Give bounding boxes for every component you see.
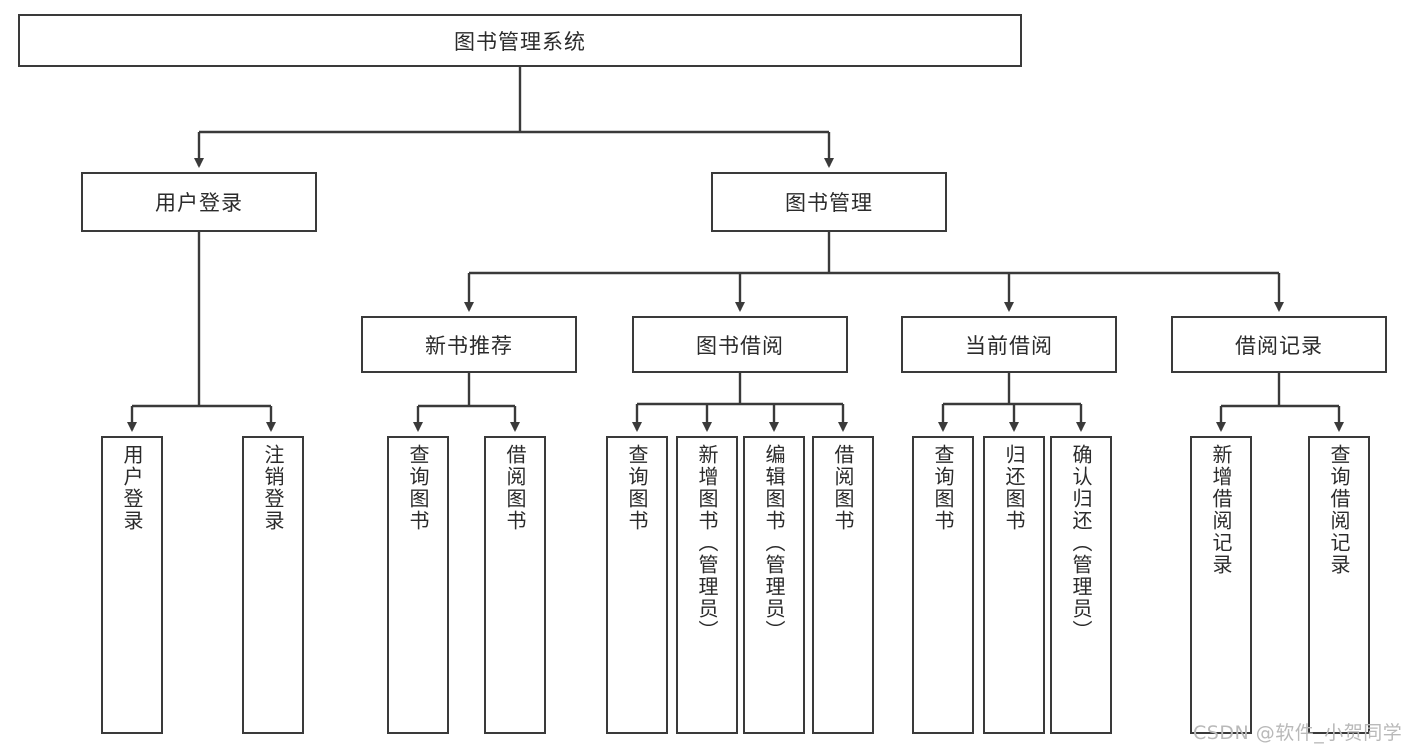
leaf-node[interactable]: 查询图书 bbox=[387, 436, 449, 734]
leaf-node[interactable]: 借阅图书 bbox=[812, 436, 874, 734]
node-root-label: 图书管理系统 bbox=[454, 29, 586, 54]
leaf-node-label: 用户登录 bbox=[120, 444, 144, 532]
watermark: CSDN @软件_小贺同学 bbox=[1193, 722, 1403, 744]
leaf-node-label: 查询图书 bbox=[406, 444, 430, 532]
leaf-node[interactable]: 借阅图书 bbox=[484, 436, 546, 734]
leaf-node[interactable]: 确认归还（管理员） bbox=[1050, 436, 1112, 734]
leaf-node-label: 归还图书 bbox=[1002, 444, 1026, 532]
leaf-node-label: 编辑图书（管理员） bbox=[762, 444, 786, 642]
node-user-login-label: 用户登录 bbox=[155, 191, 243, 215]
leaf-node-label: 注销登录 bbox=[261, 444, 285, 532]
leaf-node-label: 确认归还（管理员） bbox=[1069, 444, 1093, 642]
node-current-borrow-label: 当前借阅 bbox=[965, 333, 1053, 358]
leaf-node-label: 新增借阅记录 bbox=[1209, 444, 1233, 576]
leaf-node[interactable]: 新增借阅记录 bbox=[1190, 436, 1252, 734]
leaf-node-label: 新增图书（管理员） bbox=[695, 444, 719, 642]
leaf-node-label: 借阅图书 bbox=[831, 444, 855, 532]
leaf-node[interactable]: 用户登录 bbox=[101, 436, 163, 734]
leaf-node[interactable]: 编辑图书（管理员） bbox=[743, 436, 805, 734]
leaf-node-label: 查询图书 bbox=[625, 444, 649, 532]
leaf-node[interactable]: 注销登录 bbox=[242, 436, 304, 734]
leaf-node-label: 借阅图书 bbox=[503, 444, 527, 532]
node-borrow-record[interactable]: 借阅记录 bbox=[1171, 316, 1387, 373]
node-book-management[interactable]: 图书管理 bbox=[711, 172, 947, 232]
node-user-login[interactable]: 用户登录 bbox=[81, 172, 317, 232]
leaf-node-label: 查询借阅记录 bbox=[1327, 444, 1351, 576]
node-new-book-recommend[interactable]: 新书推荐 bbox=[361, 316, 577, 373]
leaf-node[interactable]: 新增图书（管理员） bbox=[676, 436, 738, 734]
node-root[interactable]: 图书管理系统 bbox=[18, 14, 1022, 67]
node-book-borrow[interactable]: 图书借阅 bbox=[632, 316, 848, 373]
leaf-node[interactable]: 查询图书 bbox=[912, 436, 974, 734]
node-borrow-record-label: 借阅记录 bbox=[1235, 333, 1323, 358]
leaf-node[interactable]: 查询借阅记录 bbox=[1308, 436, 1370, 734]
leaf-node[interactable]: 归还图书 bbox=[983, 436, 1045, 734]
node-book-management-label: 图书管理 bbox=[785, 191, 873, 215]
leaf-node[interactable]: 查询图书 bbox=[606, 436, 668, 734]
node-new-book-recommend-label: 新书推荐 bbox=[425, 333, 513, 358]
leaf-node-label: 查询图书 bbox=[931, 444, 955, 532]
node-current-borrow[interactable]: 当前借阅 bbox=[901, 316, 1117, 373]
node-book-borrow-label: 图书借阅 bbox=[696, 333, 784, 358]
